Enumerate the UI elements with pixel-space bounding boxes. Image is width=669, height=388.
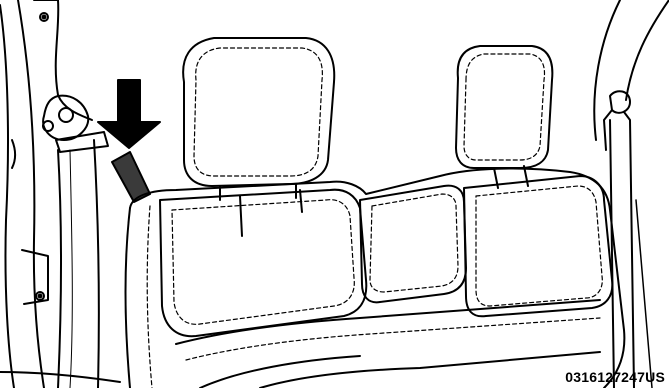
figure-code: 0316127247US [565, 369, 665, 385]
left-seatbelt [43, 96, 108, 388]
left-headrest [183, 38, 334, 200]
seat-back [126, 166, 625, 388]
arrow-down-icon [98, 80, 160, 148]
right-headrest [456, 46, 552, 168]
